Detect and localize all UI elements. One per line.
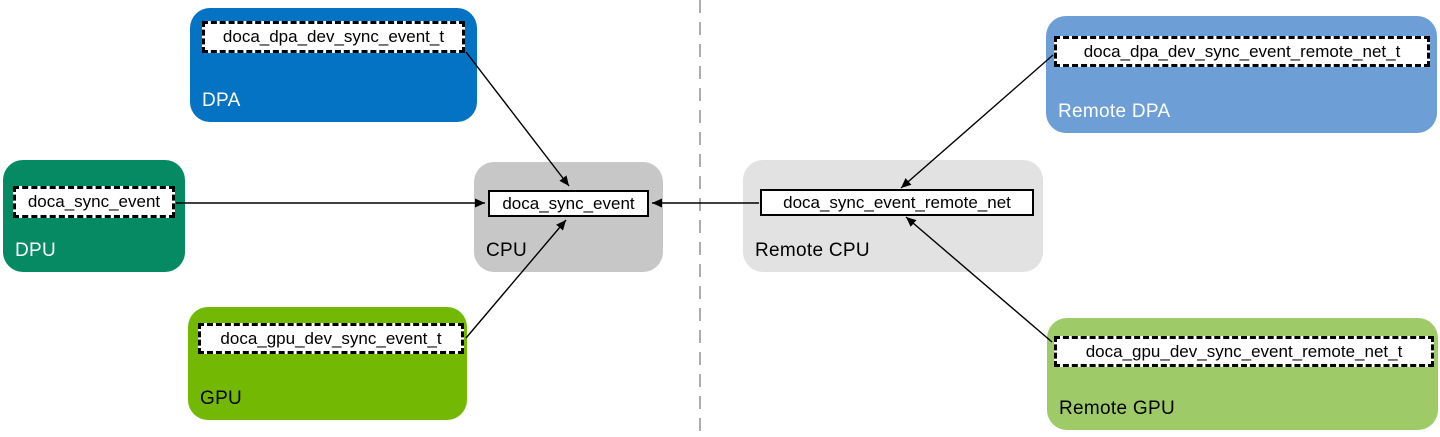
node-title-dpu: DPU bbox=[15, 240, 57, 261]
node-title-dpa: DPA bbox=[202, 90, 241, 111]
node-title-remote-cpu: Remote CPU bbox=[755, 240, 870, 261]
type-label-remote-cpu: doca_sync_event_remote_net bbox=[760, 189, 1034, 216]
type-label-cpu: doca_sync_event bbox=[488, 190, 649, 217]
node-cpu: doca_sync_event CPU bbox=[474, 162, 663, 272]
node-title-gpu: GPU bbox=[200, 388, 243, 409]
type-label-remote-gpu: doca_gpu_dev_sync_event_remote_net_t bbox=[1054, 336, 1434, 367]
node-gpu: doca_gpu_dev_sync_event_t GPU bbox=[188, 307, 467, 420]
node-title-cpu: CPU bbox=[486, 240, 528, 261]
node-remote-cpu: doca_sync_event_remote_net Remote CPU bbox=[743, 160, 1043, 272]
node-dpu: doca_sync_event DPU bbox=[3, 160, 185, 272]
node-title-remote-dpa: Remote DPA bbox=[1058, 101, 1171, 122]
type-label-gpu: doca_gpu_dev_sync_event_t bbox=[198, 323, 464, 354]
node-title-remote-gpu: Remote GPU bbox=[1059, 398, 1175, 419]
type-label-dpa: doca_dpa_dev_sync_event_t bbox=[202, 21, 465, 53]
type-label-dpu: doca_sync_event bbox=[13, 186, 175, 218]
node-remote-gpu: doca_gpu_dev_sync_event_remote_net_t Rem… bbox=[1047, 318, 1438, 430]
node-dpa: doca_dpa_dev_sync_event_t DPA bbox=[190, 8, 477, 122]
type-label-remote-dpa: doca_dpa_dev_sync_event_remote_net_t bbox=[1054, 36, 1430, 67]
node-remote-dpa: doca_dpa_dev_sync_event_remote_net_t Rem… bbox=[1046, 16, 1437, 133]
